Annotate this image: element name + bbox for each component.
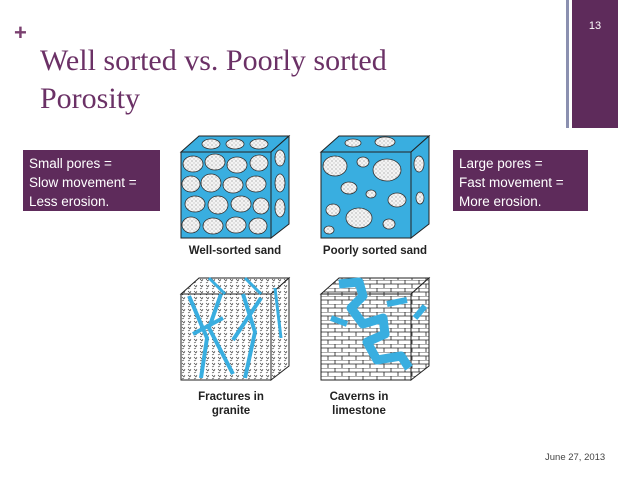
caption-fractures-line-1: Fractures in [198, 391, 264, 403]
caption-fractures-line-2: granite [212, 405, 250, 417]
caption-well-sorted: Well-sorted sand [189, 245, 281, 257]
well-sorted-sand-block [179, 134, 291, 240]
porosity-figure: Well-sorted sand Poorly sorted sand [163, 128, 453, 433]
porosity-diagrams: Well-sorted sand Poorly sorted sand [179, 134, 431, 417]
callout-large-pores: Large pores = Fast movement = More erosi… [453, 150, 588, 211]
vertical-accent-bar [572, 0, 618, 128]
vertical-accent-thin [566, 0, 569, 128]
slide-plus-icon: + [14, 20, 27, 45]
callout-right-line-2: Fast movement = [459, 175, 564, 190]
callout-left-line-1: Small pores = [29, 156, 112, 171]
caption-caverns-line-1: Caverns in [330, 391, 389, 403]
poorly-sorted-sand-block [319, 134, 431, 240]
page-number: 13 [588, 20, 602, 32]
callout-small-pores: Small pores = Slow movement = Less erosi… [23, 150, 160, 211]
title-line-2: Porosity [40, 82, 141, 115]
callout-left-line-2: Slow movement = [29, 175, 137, 190]
caption-caverns-line-2: limestone [332, 405, 386, 417]
slide-date: June 27, 2013 [545, 452, 606, 463]
cavernous-limestone-block [319, 276, 431, 382]
title-line-1: Well sorted vs. Poorly sorted [40, 44, 387, 77]
callout-right-line-3: More erosion. [459, 194, 542, 209]
callout-left-line-3: Less erosion. [29, 194, 110, 209]
callout-right-line-1: Large pores = [459, 156, 543, 171]
caption-poorly-sorted: Poorly sorted sand [323, 245, 427, 257]
slide-title: Well sorted vs. Poorly sorted Porosity [40, 42, 560, 118]
fractured-granite-block [179, 276, 291, 382]
